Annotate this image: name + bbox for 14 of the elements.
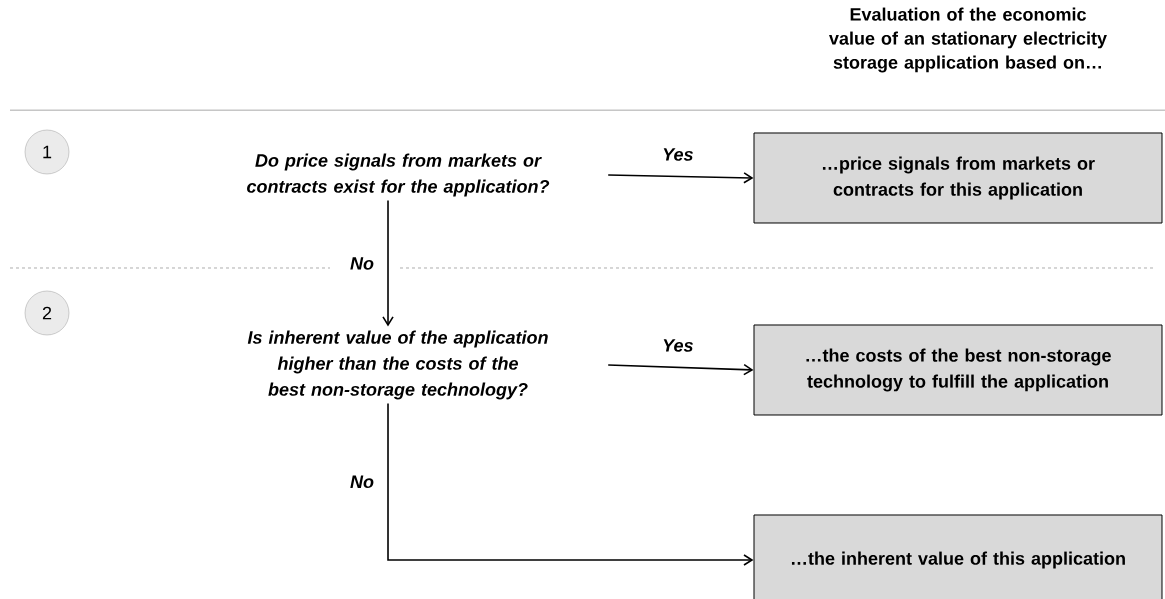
arrow xyxy=(387,402,754,566)
title: Evaluation of the economic value of an stationary electricity storage application based on… xyxy=(829,7,1107,73)
result-box: …the inherent value of this application xyxy=(753,514,1163,599)
question-text: Is inherent value of the application higher than the costs of the best non-storage technology? xyxy=(247,330,548,400)
edge-label: No xyxy=(348,473,376,491)
edge-label: Yes xyxy=(660,146,696,163)
arrow xyxy=(607,363,754,376)
arrow xyxy=(382,199,394,327)
result-box: …the costs of the best non-storage technology to fulfill the application xyxy=(753,324,1163,416)
question-text: Do price signals from markets or contracts exist for the application? xyxy=(247,153,550,197)
arrow xyxy=(607,172,754,184)
edge-label: No xyxy=(348,255,376,272)
result-box: …price signals from markets or contracts for this application xyxy=(753,132,1163,224)
edge-label: Yes xyxy=(660,337,696,354)
